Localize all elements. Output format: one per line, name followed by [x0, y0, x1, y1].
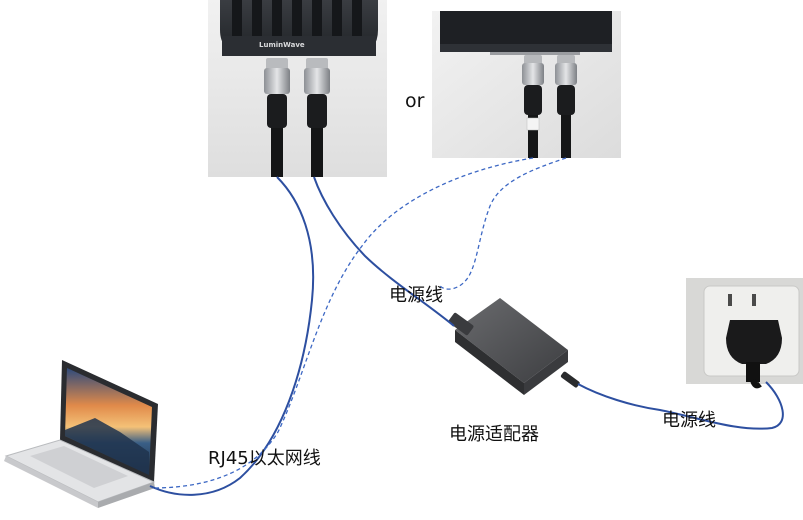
- ethernet-cable: [149, 176, 315, 496]
- or-label: or: [405, 90, 425, 112]
- brand-logo: LuminWave: [259, 41, 305, 49]
- ethernet-cable-label: RJ45以太网线: [208, 448, 321, 469]
- power-cable-label: 电源线: [389, 285, 443, 306]
- wall-outlet-icon: [686, 278, 803, 389]
- camera-device-icon: LuminWave: [208, 0, 387, 177]
- power-adapter-icon: [448, 298, 580, 395]
- ethernet-cable-alt: [151, 157, 534, 489]
- power-cable-device: [313, 176, 455, 327]
- power-cable-device-alt: [439, 157, 567, 290]
- power-adapter-label: 电源适配器: [449, 424, 539, 445]
- camera-device-alt-icon: [432, 11, 621, 158]
- power-cable-mains: [577, 381, 784, 430]
- mains-cable-label: 电源线: [662, 410, 716, 431]
- laptop-icon: [4, 360, 158, 508]
